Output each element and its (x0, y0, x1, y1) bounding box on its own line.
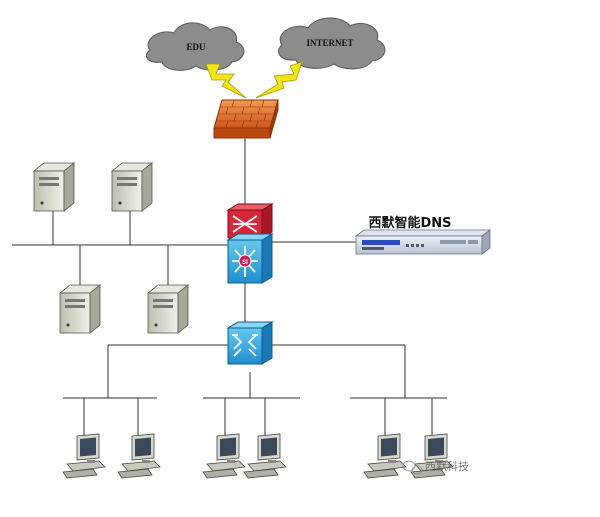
lightning-icon (205, 63, 247, 99)
dns-device-label: 西默智能DNS (368, 215, 451, 231)
workstation-icon (410, 433, 454, 479)
watermark-label: 西默科技 (425, 459, 469, 473)
dns-appliance (354, 229, 492, 255)
workstation-icon (202, 433, 246, 479)
access-switch-icon (226, 321, 274, 365)
server-icon (110, 162, 154, 212)
workstation-icon (62, 433, 106, 479)
edu-cloud-label: EDU (186, 42, 206, 52)
workstation-icon (117, 433, 161, 479)
edu-cloud: EDU (146, 22, 245, 71)
core-switch-icon: SI (226, 233, 274, 284)
wechat-icon (402, 460, 423, 475)
lightning-icon (255, 61, 303, 99)
server-icon (32, 162, 76, 212)
internet-cloud: INTERNET (278, 17, 386, 70)
svg-text:SI: SI (242, 260, 248, 266)
watermark: 西默科技 (402, 459, 469, 475)
network-links (12, 138, 447, 436)
workstation-icon (243, 433, 287, 479)
firewall-icon (213, 99, 279, 139)
server-icon (58, 284, 102, 334)
server-icon (146, 284, 190, 334)
workstation-icon (363, 433, 407, 479)
internet-cloud-label: INTERNET (306, 38, 353, 48)
router-icon (226, 203, 274, 239)
